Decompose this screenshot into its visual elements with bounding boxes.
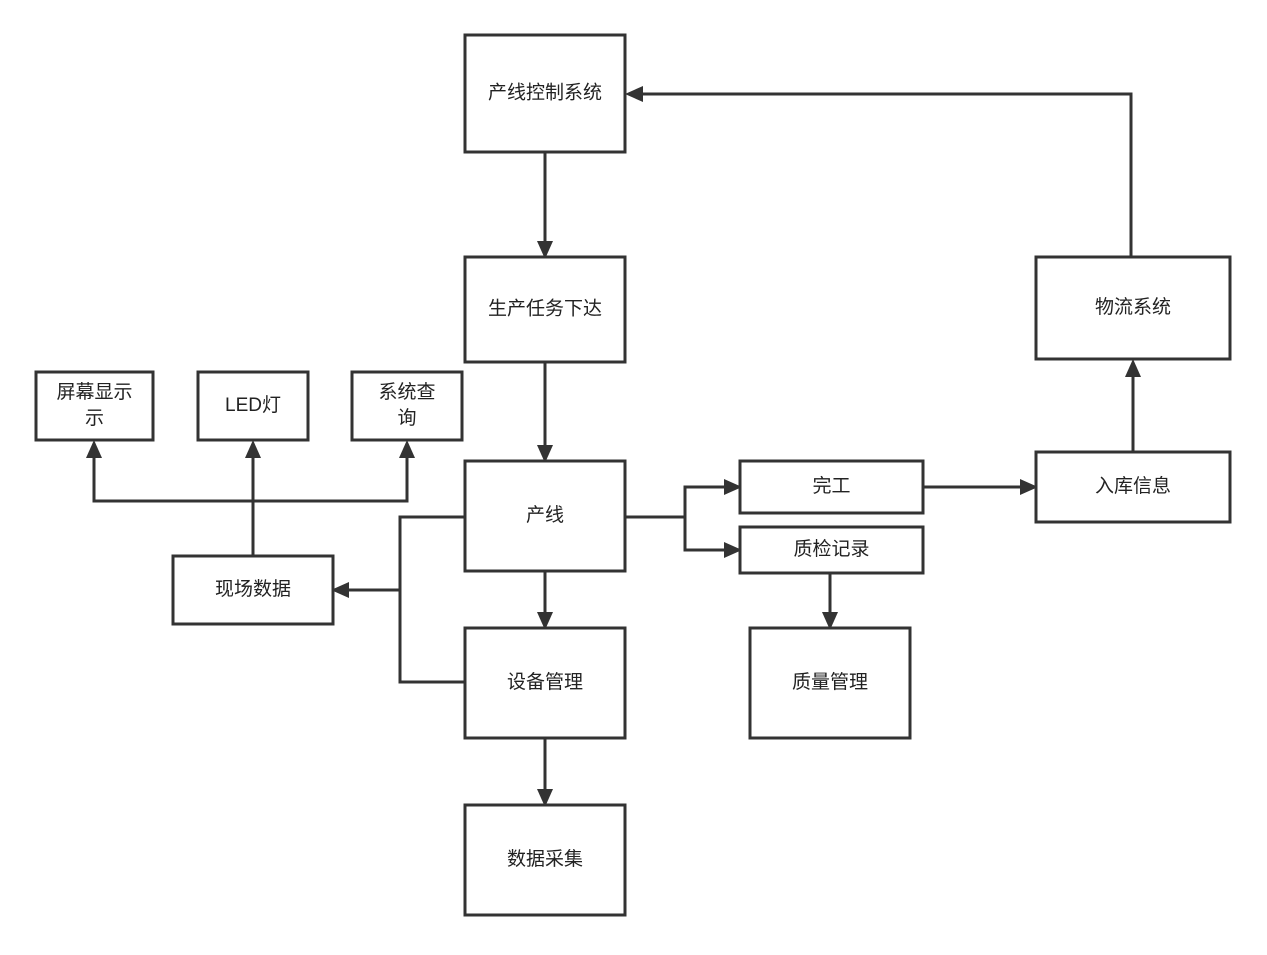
node-box[interactable] — [350, 370, 464, 442]
node-production_line[interactable]: 产线 — [463, 459, 627, 573]
node-box[interactable] — [34, 370, 155, 442]
edge-line — [92, 450, 255, 556]
node-label: 产线 — [526, 504, 564, 526]
node-quality_record[interactable]: 质检记录 — [738, 525, 925, 575]
arrow-head-icon — [1020, 479, 1038, 495]
edge-completion-to-inbound — [923, 479, 1038, 495]
edge-line-to-equipment — [537, 571, 553, 630]
node-inbound_info[interactable]: 入库信息 — [1034, 450, 1232, 524]
node-box[interactable] — [1034, 255, 1232, 361]
node-label: 现场数据 — [215, 578, 291, 600]
node-completion[interactable]: 完工 — [738, 459, 925, 515]
edge-line — [625, 485, 732, 519]
arrow-head-icon — [537, 445, 553, 463]
node-box[interactable] — [738, 459, 925, 515]
edge-fielddata-to-led — [245, 440, 261, 556]
node-label: 物流系统 — [1095, 296, 1171, 318]
node-control_system[interactable]: 产线控制系统 — [463, 33, 627, 154]
edge-logistics-to-control — [625, 86, 1133, 257]
node-box[interactable] — [463, 626, 627, 740]
node-system_query[interactable]: 系统查询 — [350, 370, 464, 442]
node-led_light[interactable]: LED灯 — [196, 370, 310, 442]
node-box[interactable] — [463, 255, 627, 364]
node-logistics_system[interactable]: 物流系统 — [1034, 255, 1232, 361]
node-equipment_mgmt[interactable]: 设备管理 — [463, 626, 627, 740]
edge-fielddata-arrow-branch — [331, 582, 400, 598]
node-quality_mgmt[interactable]: 质量管理 — [748, 626, 912, 740]
arrow-head-icon — [724, 542, 742, 558]
edges-layer — [86, 86, 1141, 807]
node-box[interactable] — [748, 626, 912, 740]
node-label: 生产任务下达 — [488, 298, 602, 320]
edge-inbound-to-logistics — [1125, 359, 1141, 452]
arrow-head-icon — [245, 440, 261, 458]
arrow-head-icon — [724, 479, 742, 495]
edge-line-to-fielddata — [398, 515, 465, 684]
arrow-head-icon — [1125, 359, 1141, 377]
node-label: LED灯 — [225, 394, 281, 416]
edge-line — [683, 517, 732, 552]
node-label: 质量管理 — [792, 671, 868, 693]
node-label: 产线控制系统 — [488, 82, 602, 104]
arrow-head-icon — [399, 440, 415, 458]
edge-equipment-to-data — [537, 738, 553, 807]
edge-line — [253, 450, 409, 503]
arrow-head-icon — [537, 612, 553, 630]
node-label: 数据采集 — [507, 848, 583, 870]
edge-line-to-completion — [625, 479, 742, 519]
node-label: 质检记录 — [793, 538, 869, 560]
node-box[interactable] — [171, 554, 335, 626]
edge-line — [635, 92, 1133, 257]
arrow-head-icon — [537, 241, 553, 259]
edge-control-to-task — [537, 152, 553, 259]
node-label: 屏幕显示示 — [56, 381, 132, 429]
node-data_collection[interactable]: 数据采集 — [463, 803, 627, 917]
edge-line — [398, 515, 465, 684]
node-box[interactable] — [196, 370, 310, 442]
arrow-head-icon — [822, 612, 838, 630]
node-screen_display[interactable]: 屏幕显示示 — [34, 370, 155, 442]
edge-line-to-qualityrecord — [683, 517, 742, 558]
node-label: 系统查询 — [378, 381, 435, 429]
node-field_data[interactable]: 现场数据 — [171, 554, 335, 626]
arrow-head-icon — [86, 440, 102, 458]
edge-fielddata-to-displays — [86, 440, 255, 556]
node-label: 完工 — [812, 475, 850, 497]
edge-qualityrecord-to-qualitymgmt — [822, 573, 838, 630]
arrow-head-icon — [625, 86, 643, 102]
node-box[interactable] — [738, 525, 925, 575]
node-label: 入库信息 — [1095, 475, 1171, 497]
edge-fielddata-to-query — [253, 440, 415, 503]
node-box[interactable] — [463, 33, 627, 154]
node-box[interactable] — [463, 803, 627, 917]
node-box[interactable] — [463, 459, 627, 573]
node-task_dispatch[interactable]: 生产任务下达 — [463, 255, 627, 364]
arrow-head-icon — [537, 789, 553, 807]
edge-task-to-line — [537, 362, 553, 463]
node-label: 设备管理 — [507, 671, 583, 693]
node-box[interactable] — [1034, 450, 1232, 524]
arrow-head-icon — [331, 582, 349, 598]
